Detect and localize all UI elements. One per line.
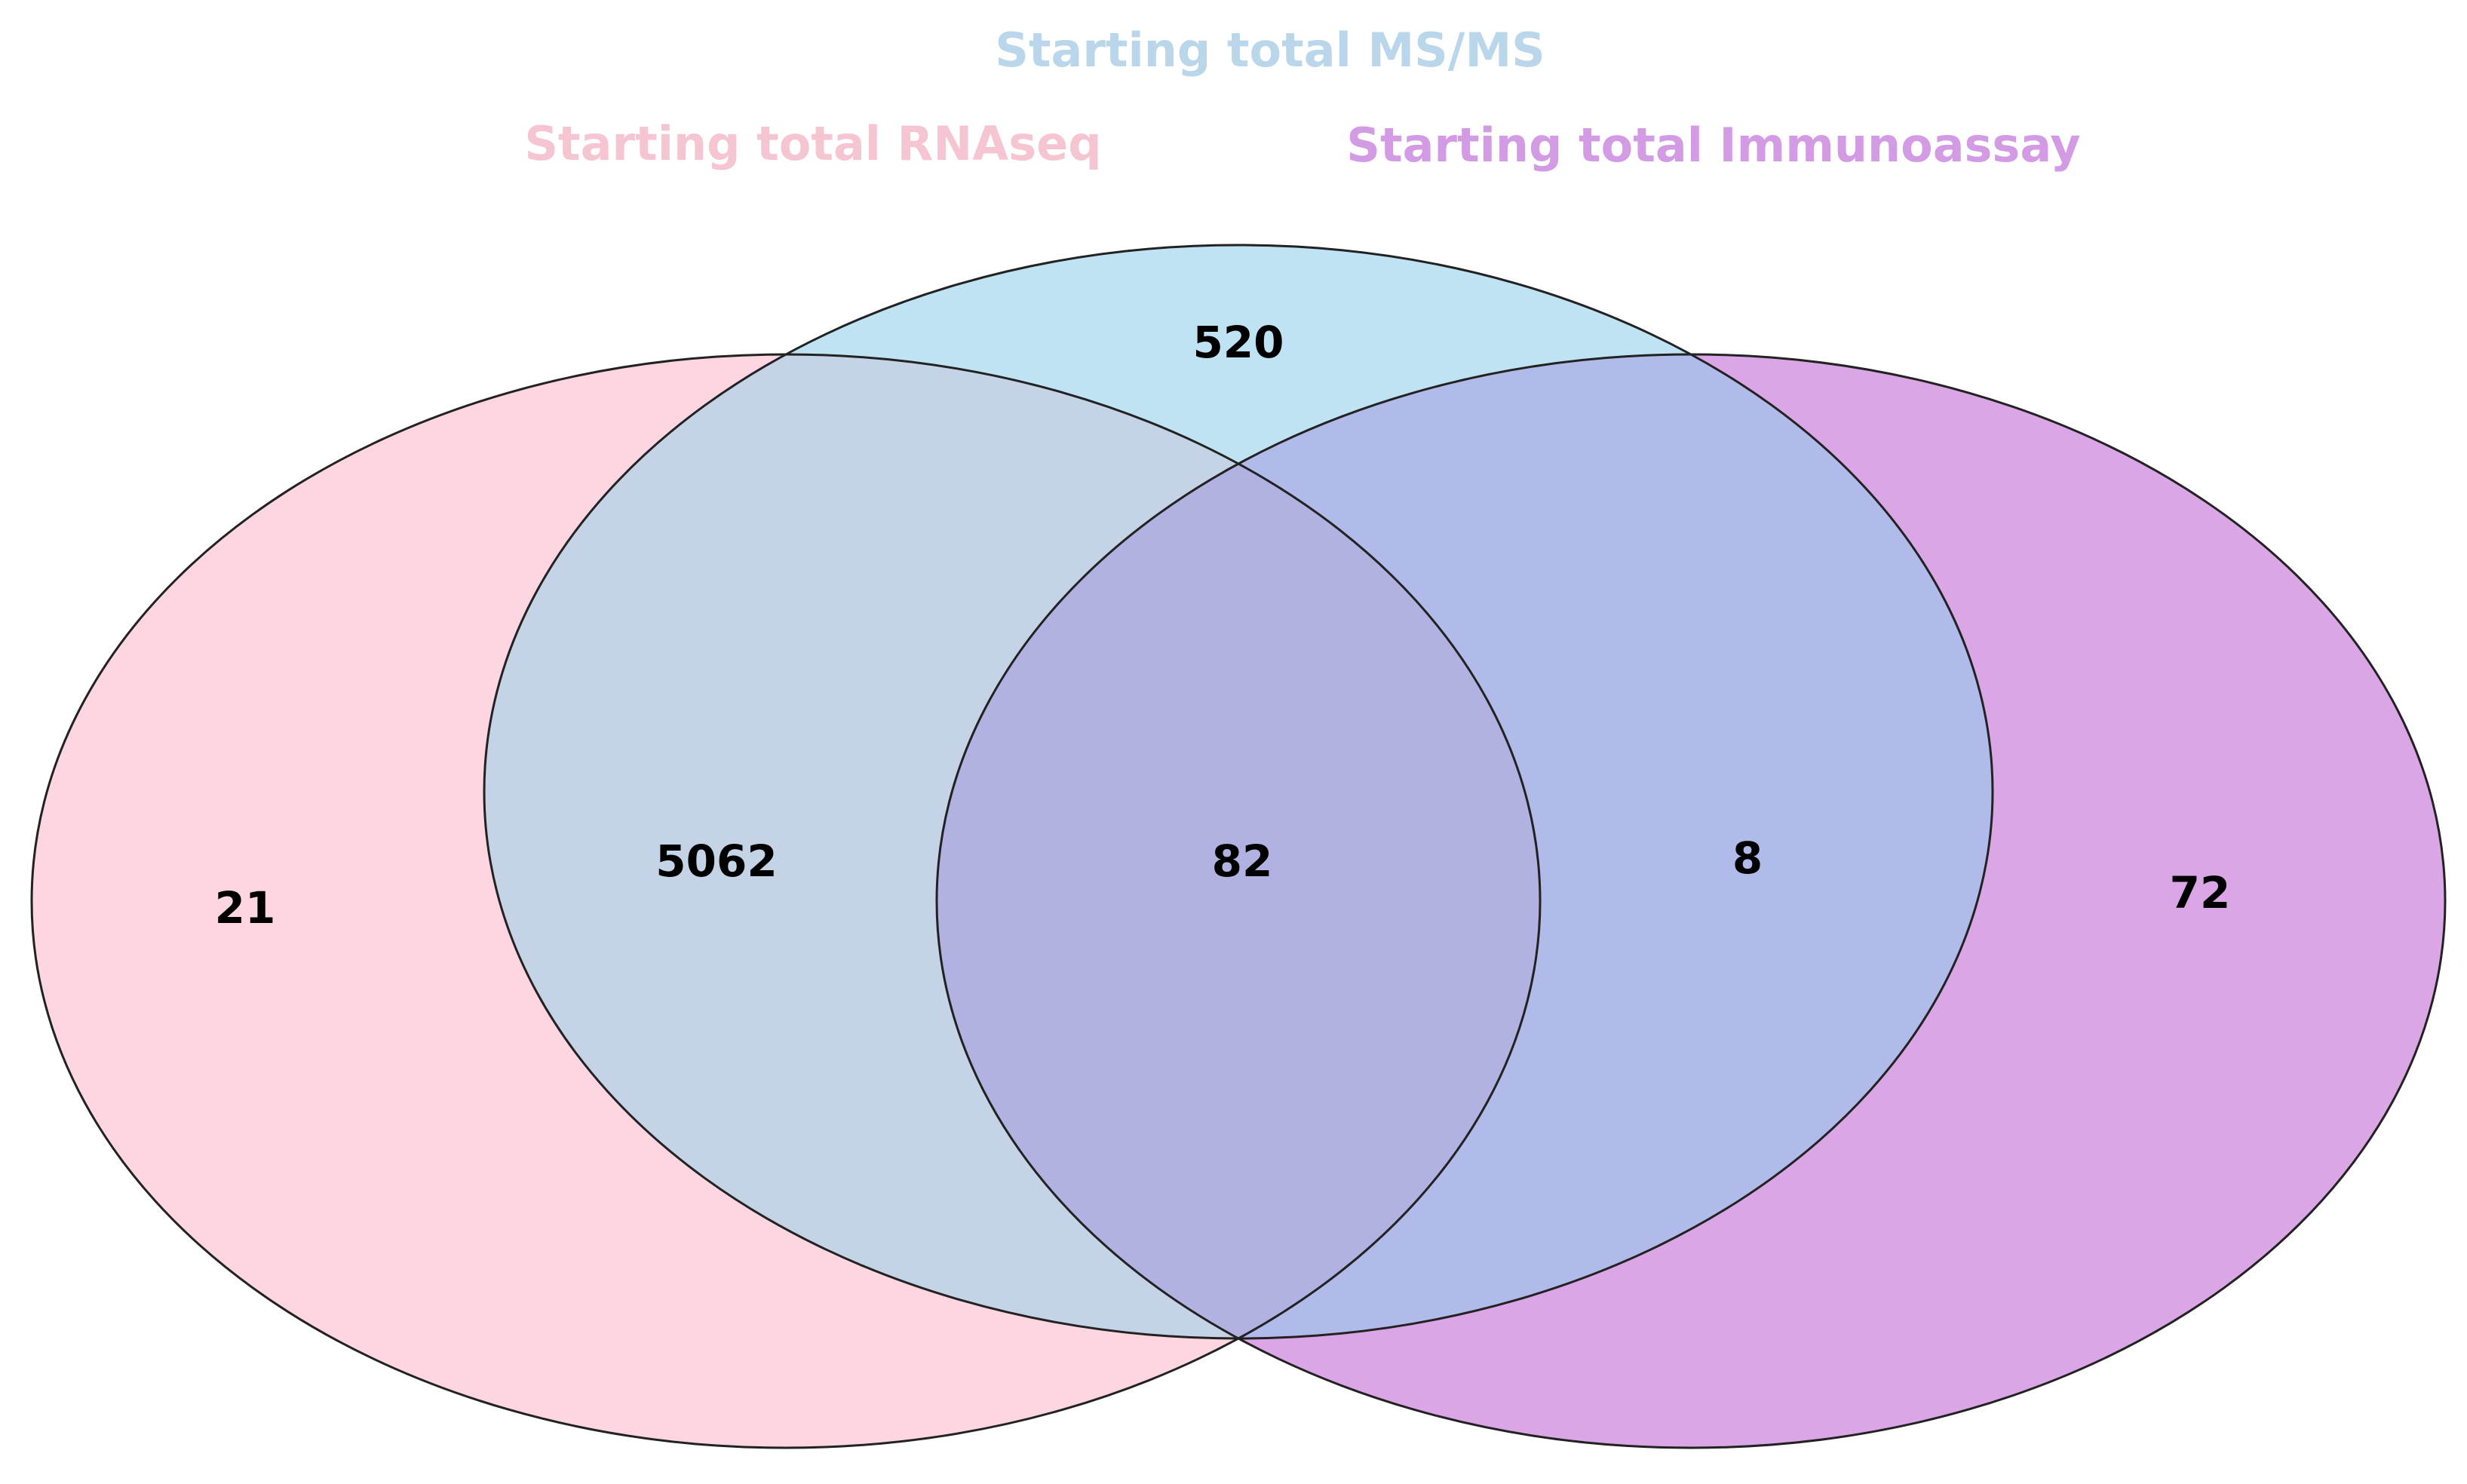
set-label-rnaseq: Starting total RNAseq [524,116,1101,171]
count-rnaseq-only: 21 [215,882,276,934]
set-label-immunoassay: Starting total Immunoassay [1346,118,2080,173]
count-ms-immunoassay: 8 [1732,832,1763,884]
set-label-ms: Starting total MS/MS [995,23,1545,78]
outline-ms [483,244,1994,1340]
count-immunoassay-only: 72 [2170,867,2231,918]
overlap-all-three [937,354,1540,1338]
count-ms-only: 520 [1192,317,1284,368]
count-rnaseq-ms: 5062 [655,836,777,887]
count-all-three: 82 [1212,836,1273,887]
